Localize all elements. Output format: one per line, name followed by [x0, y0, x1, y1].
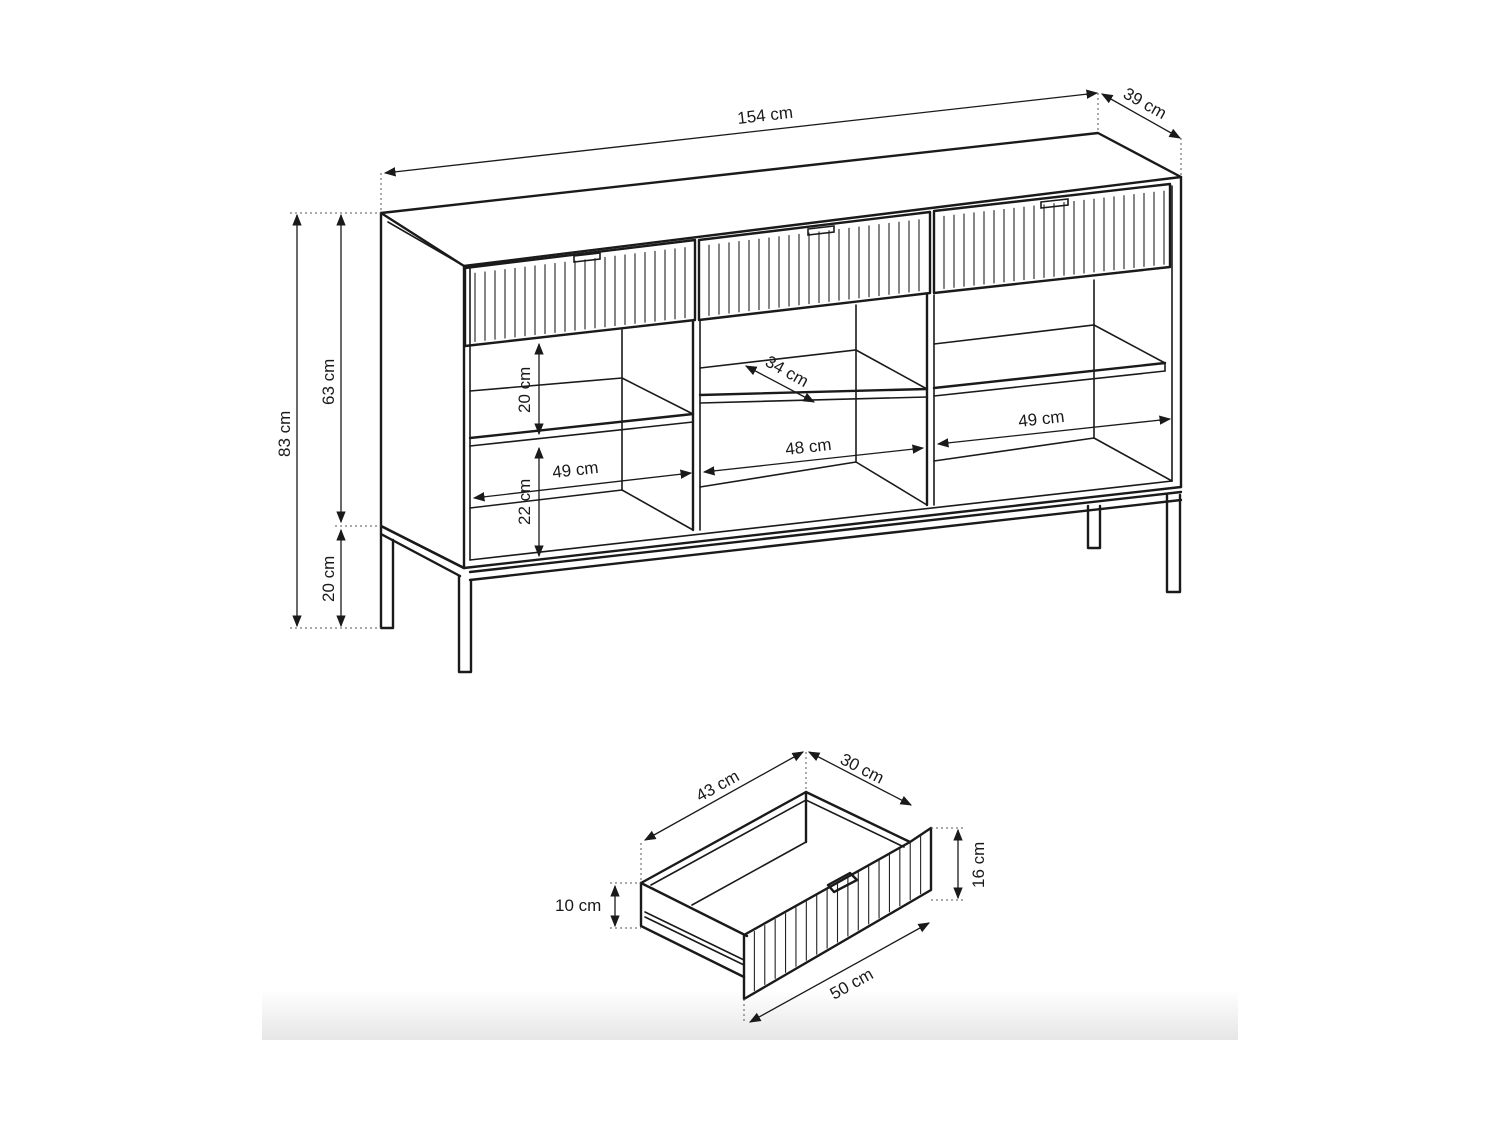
floor-shade [262, 990, 1238, 1040]
width-label: 154 cm [736, 103, 794, 128]
total-height-label: 83 cm [275, 411, 294, 457]
depth-label: 39 cm [1120, 84, 1170, 123]
sideboard-dimension-labels: 154 cm 39 cm 83 cm 63 cm 20 cm 20 cm 22 … [275, 84, 1170, 602]
compartment-right-label: 49 cm [1017, 407, 1065, 431]
drawer-dimension-lines [610, 751, 964, 1024]
leg-back-right [1086, 504, 1102, 550]
sideboard-drawing [379, 131, 1183, 674]
handle-left-icon [573, 252, 601, 263]
drawer-side-height-label: 10 cm [555, 896, 601, 915]
shelf-gap-lower-label: 22 cm [515, 479, 534, 525]
shelf-gap-upper-label: 20 cm [515, 367, 534, 413]
handle-right-icon [1040, 198, 1069, 209]
leg-back-left [379, 532, 395, 630]
drawer-front-height-label: 16 cm [969, 842, 988, 888]
sideboard-dimension-lines [290, 89, 1182, 629]
drawer-fluting [474, 190, 1165, 342]
drawer-width-label: 30 cm [837, 750, 887, 788]
leg-height-label: 20 cm [319, 556, 338, 602]
leg-front-right [1165, 493, 1182, 594]
drawer-front-fluting [753, 835, 922, 991]
compartment-left-label: 49 cm [551, 458, 599, 482]
drawer-drawing [639, 790, 933, 1001]
drawer-dimension-labels: 43 cm 30 cm 10 cm 16 cm 50 cm [555, 750, 988, 1004]
leg-front-left [457, 574, 473, 674]
body-height-label: 63 cm [319, 359, 338, 405]
compartment-middle-label: 48 cm [784, 435, 832, 459]
drawer-handle-icon [826, 871, 859, 894]
handle-middle-icon [807, 225, 835, 236]
